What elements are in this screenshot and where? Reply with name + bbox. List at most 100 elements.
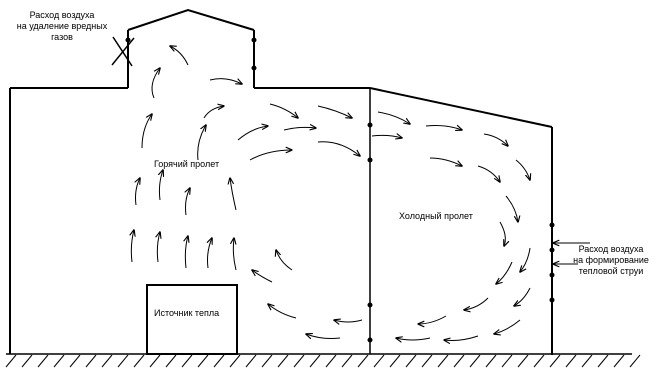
hatch-stroke xyxy=(21,354,33,368)
monitor-node-left xyxy=(125,37,131,43)
flow-arrow xyxy=(499,221,505,246)
flow-arrow xyxy=(136,178,141,206)
hatch-stroke xyxy=(517,354,529,368)
flow-arrow xyxy=(131,230,134,263)
flow-arrow xyxy=(396,338,431,340)
flow-arrow xyxy=(159,170,163,201)
flow-arrow xyxy=(276,250,293,271)
hatch-stroke xyxy=(437,354,449,368)
flow-arrow xyxy=(505,195,518,222)
exhaust-airflow-label: Расход воздуха на удаление вредных газов xyxy=(6,10,118,43)
hatch-stroke xyxy=(389,354,401,368)
jet-supply-label-line-2: на формирование xyxy=(573,255,649,265)
hatch-stroke xyxy=(581,354,593,368)
flow-arrow xyxy=(418,315,447,324)
hatch-stroke xyxy=(469,354,481,368)
flow-arrow xyxy=(252,270,273,283)
flow-arrow xyxy=(377,111,410,124)
exhaust-label-line-1: Расход воздуха xyxy=(29,10,95,20)
flow-arrow xyxy=(233,238,236,271)
hatch-stroke xyxy=(373,354,385,368)
cold-span-label: Холодный пролет xyxy=(399,211,473,221)
flow-arrow xyxy=(170,46,189,66)
airflow-arrows xyxy=(131,46,530,341)
hatch-stroke xyxy=(197,354,209,368)
hatch-stroke xyxy=(293,354,305,368)
flow-arrow xyxy=(429,157,462,166)
ground xyxy=(5,353,641,368)
hatch-stroke xyxy=(501,354,513,368)
flow-arrow xyxy=(496,261,513,284)
hatch-stroke xyxy=(85,354,97,368)
hatch-stroke xyxy=(181,354,193,368)
partition-node-low xyxy=(367,302,373,308)
flow-arrow xyxy=(209,78,242,84)
partition-node-bottom xyxy=(367,337,373,343)
flow-arrow xyxy=(197,125,206,161)
building-outline xyxy=(9,8,553,355)
ground-hatching xyxy=(5,354,641,368)
heat-source-label: Источник тепла xyxy=(154,308,220,318)
hatch-stroke xyxy=(405,354,417,368)
hatch-stroke xyxy=(325,354,337,368)
hatch-stroke xyxy=(597,354,609,368)
right-wall-node-3 xyxy=(549,272,555,278)
flow-arrow xyxy=(157,232,160,263)
openings xyxy=(111,36,555,343)
flow-arrow xyxy=(269,103,298,118)
flow-arrow xyxy=(208,238,213,269)
flow-arrow xyxy=(141,114,152,149)
flow-arrow xyxy=(151,68,160,99)
hatch-stroke xyxy=(133,354,145,368)
hatch-stroke xyxy=(453,354,465,368)
flow-arrow xyxy=(268,304,297,319)
partition-node-top xyxy=(367,122,373,128)
hatch-stroke xyxy=(261,354,273,368)
right-wall-node-4 xyxy=(549,297,555,303)
flow-arrow xyxy=(317,141,360,156)
flow-arrow xyxy=(283,127,316,130)
flow-arrow xyxy=(444,335,479,341)
monitor-roof xyxy=(127,8,255,31)
partition-node-mid xyxy=(367,157,373,163)
flow-arrow xyxy=(203,106,224,119)
flow-arrow xyxy=(494,319,521,334)
hatch-stroke xyxy=(69,354,81,368)
flow-arrow xyxy=(317,105,352,118)
flow-arrow xyxy=(185,236,188,269)
hatch-stroke xyxy=(229,354,241,368)
hatch-stroke xyxy=(277,354,289,368)
exhaust-label-line-2: на удаление вредных xyxy=(16,21,108,31)
flow-arrow xyxy=(334,320,363,322)
hatch-stroke xyxy=(533,354,545,368)
flow-arrow xyxy=(230,178,237,211)
heat-source-box xyxy=(146,284,238,355)
hatch-stroke xyxy=(213,354,225,368)
flow-arrow xyxy=(483,133,508,146)
right-wall-node-2 xyxy=(549,247,555,253)
exhaust-damper-cross xyxy=(111,37,135,66)
exhaust-label-line-3: газов xyxy=(51,32,73,42)
hatch-stroke xyxy=(357,354,369,368)
flow-arrow xyxy=(186,188,191,216)
monitor-node-right-low xyxy=(251,65,257,71)
hatch-stroke xyxy=(421,354,433,368)
hatch-stroke xyxy=(149,354,161,368)
hatch-stroke xyxy=(53,354,65,368)
flow-arrow xyxy=(515,159,530,180)
flow-arrow xyxy=(477,165,500,182)
flow-arrow xyxy=(425,126,462,131)
flow-arrow xyxy=(249,150,292,161)
hot-span-label: Горячий пролет xyxy=(154,159,220,169)
flow-arrow xyxy=(464,297,489,310)
right-wall-node-1 xyxy=(549,222,555,228)
hatch-stroke xyxy=(5,354,17,368)
hatch-stroke xyxy=(245,354,257,368)
hatch-stroke xyxy=(117,354,129,368)
cold-span-roof xyxy=(369,87,553,128)
hatch-stroke xyxy=(613,354,625,368)
hatch-stroke xyxy=(565,354,577,368)
jet-supply-label-line-3: тепловой струи xyxy=(578,266,644,276)
